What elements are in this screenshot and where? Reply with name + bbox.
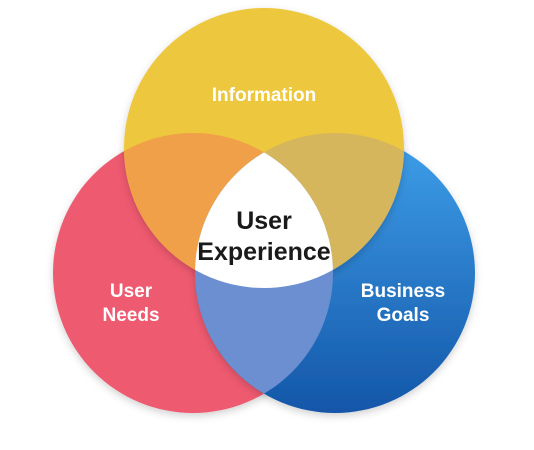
user-needs-label: User Needs [76, 280, 186, 328]
business-goals-label-line-2: Goals [376, 305, 430, 326]
user-experience-label: User Experience [184, 206, 344, 268]
information-label: Information [164, 84, 364, 108]
user-experience-center [195, 133, 333, 288]
business-goals-label: Business Goals [343, 280, 463, 328]
business-goals-label-line-1: Business [360, 281, 446, 302]
information-label-line: Information [211, 85, 317, 106]
user-experience-label-line-1: User [236, 207, 292, 235]
user-needs-label-line-2: Needs [102, 305, 160, 326]
user-experience-label-line-2: Experience [197, 238, 331, 266]
user-needs-label-line-1: User [109, 281, 153, 302]
